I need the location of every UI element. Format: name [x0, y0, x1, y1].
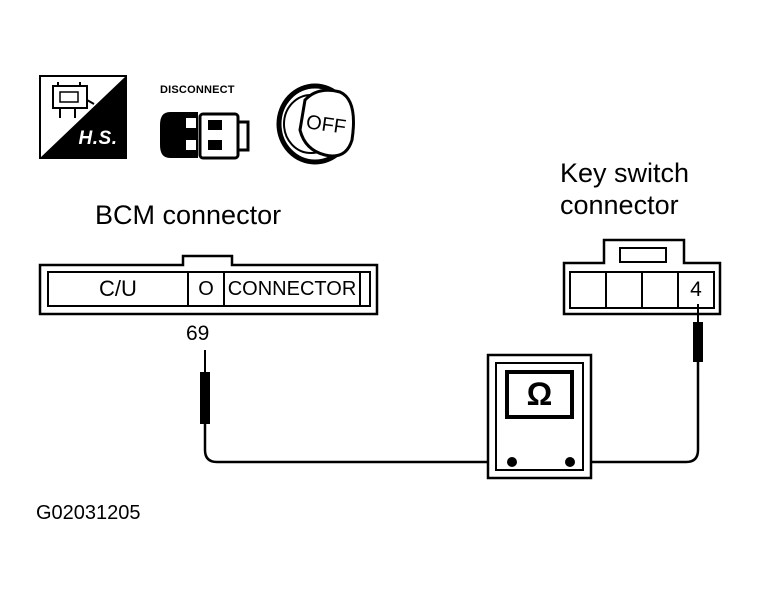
hs-label: H.S. — [78, 128, 118, 149]
hs-icon — [39, 75, 127, 159]
ohm-symbol: Ω — [526, 376, 553, 412]
meter-terminal-left — [507, 457, 517, 467]
ohmmeter — [486, 353, 593, 480]
bcm-terminal-number: 69 — [186, 322, 210, 345]
key-switch-title-line2: connector — [560, 190, 679, 220]
bcm-o-label: O — [198, 277, 214, 300]
key-switch-terminal-number: 4 — [690, 278, 702, 301]
ignition-off-icon — [276, 83, 355, 165]
bcm-connector-title: BCM connector — [95, 200, 282, 230]
bcm-connector — [38, 254, 379, 316]
bcm-cu-label: C/U — [99, 276, 137, 301]
figure-code: G02031205 — [36, 502, 141, 524]
ignition-off-label: OFF — [304, 111, 348, 139]
disconnect-label: DISCONNECT — [160, 84, 235, 96]
bcm-connector-label: CONNECTOR — [227, 277, 357, 300]
key-switch-title-line1: Key switch — [560, 158, 690, 188]
test-lead-left — [203, 449, 512, 464]
probe-left — [200, 350, 210, 450]
test-lead-right — [570, 449, 700, 464]
meter-terminal-right — [565, 457, 575, 467]
disconnect-icon — [160, 112, 250, 160]
probe-right — [693, 304, 703, 450]
key-switch-connector — [562, 238, 722, 316]
